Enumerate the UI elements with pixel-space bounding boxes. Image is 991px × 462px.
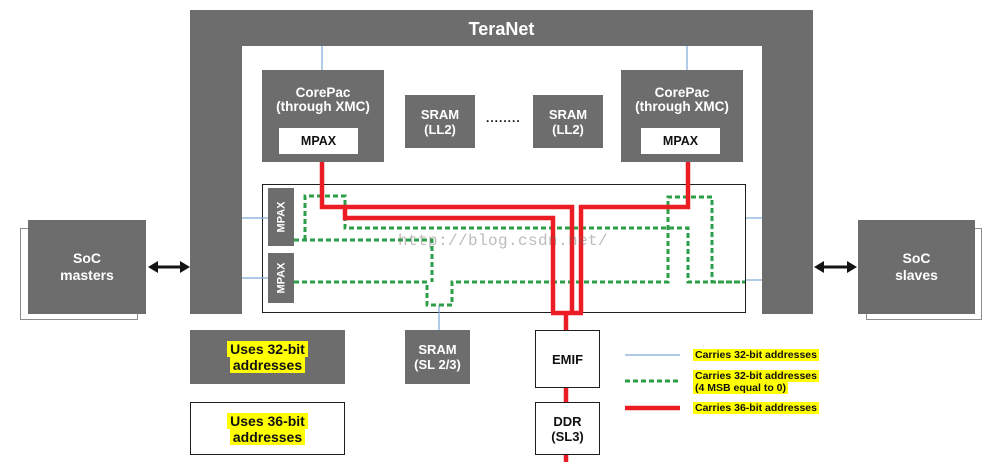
key-uses-36bit-line2: addresses	[229, 428, 306, 445]
corepac-left-subtitle: (through XMC)	[276, 99, 370, 114]
path-msb-upper	[303, 194, 745, 284]
double-arrow-soc-slaves	[814, 261, 857, 273]
corepac-right-subtitle: (through XMC)	[635, 99, 729, 114]
soc-slaves: SoC slaves	[858, 220, 975, 314]
soc-slaves-subtitle: slaves	[895, 267, 938, 283]
key-uses-36bit-line1: Uses 36-bit	[227, 412, 308, 429]
soc-masters: SoC masters	[28, 220, 146, 314]
legend-item-32bit: Carries 32-bit addresses	[693, 349, 819, 361]
sram-sl23-title: SRAM	[418, 342, 457, 357]
legend-label-32bit: Carries 32-bit addresses	[693, 349, 819, 361]
mpax-upper-label: MPAX	[275, 201, 287, 233]
sram-ll2-right: SRAM (LL2)	[533, 95, 603, 148]
key-uses-32bit-line2: addresses	[229, 357, 306, 373]
watermark: http://blog.csdn.net/	[398, 232, 609, 250]
corepac-left-mpax: MPAX	[279, 128, 358, 154]
sram-ll2-left-subtitle: (LL2)	[424, 121, 456, 137]
ddr-subtitle: (SL3)	[551, 428, 584, 444]
legend-label-32bit-msb-line1: Carries 32-bit addresses	[693, 370, 819, 382]
emif-label: EMIF	[551, 351, 584, 367]
key-uses-36bit: Uses 36-bit addresses	[190, 402, 345, 455]
sram-sl23-subtitle: (SL 2/3)	[414, 357, 461, 372]
legend-label-32bit-msb-line2: (4 MSB equal to 0)	[693, 382, 789, 394]
corepac-right: CorePac (through XMC) MPAX	[621, 70, 743, 162]
emif: EMIF	[535, 330, 600, 388]
ddr-title: DDR	[553, 413, 582, 429]
path36-merge-emif	[551, 310, 583, 330]
soc-masters-title: SoC	[73, 250, 101, 266]
sram-ll2-right-subtitle: (LL2)	[552, 121, 584, 137]
path36-corepac-left-main	[319, 162, 575, 313]
sram-ll2-left-title: SRAM	[420, 106, 460, 122]
soc-masters-subtitle: masters	[60, 267, 114, 283]
path36-corepac-right	[578, 162, 691, 313]
ddr-sl3: DDR (SL3)	[535, 402, 600, 455]
teranet-title: TeraNet	[468, 19, 535, 39]
path-msb-lower	[294, 195, 745, 307]
mpax-lower: MPAX	[268, 253, 294, 303]
mpax-lower-label: MPAX	[275, 262, 287, 294]
key-uses-32bit: Uses 32-bit addresses	[190, 330, 345, 384]
mpax-upper: MPAX	[268, 188, 294, 246]
corepac-left: CorePac (through XMC) MPAX	[262, 70, 384, 162]
legend-item-32bit-msb: Carries 32-bit addresses (4 MSB equal to…	[693, 370, 819, 394]
corepac-right-title: CorePac	[654, 85, 710, 100]
double-arrow-soc-masters	[148, 261, 190, 273]
legend-label-36bit: Carries 36-bit addresses	[693, 402, 819, 414]
path36-corepac-left-branch	[342, 207, 556, 313]
corepac-right-mpax: MPAX	[641, 128, 720, 154]
key-uses-32bit-line1: Uses 32-bit	[227, 341, 308, 357]
legend-item-36bit: Carries 36-bit addresses	[693, 402, 819, 414]
path-msb-mpax-upper	[294, 238, 434, 282]
sram-sl23: SRAM (SL 2/3)	[405, 330, 470, 384]
ellipsis: ........	[486, 111, 521, 125]
sram-ll2-right-title: SRAM	[548, 106, 588, 122]
soc-slaves-title: SoC	[902, 250, 931, 266]
corepac-left-title: CorePac	[295, 85, 351, 100]
sram-ll2-left: SRAM (LL2)	[405, 95, 475, 148]
